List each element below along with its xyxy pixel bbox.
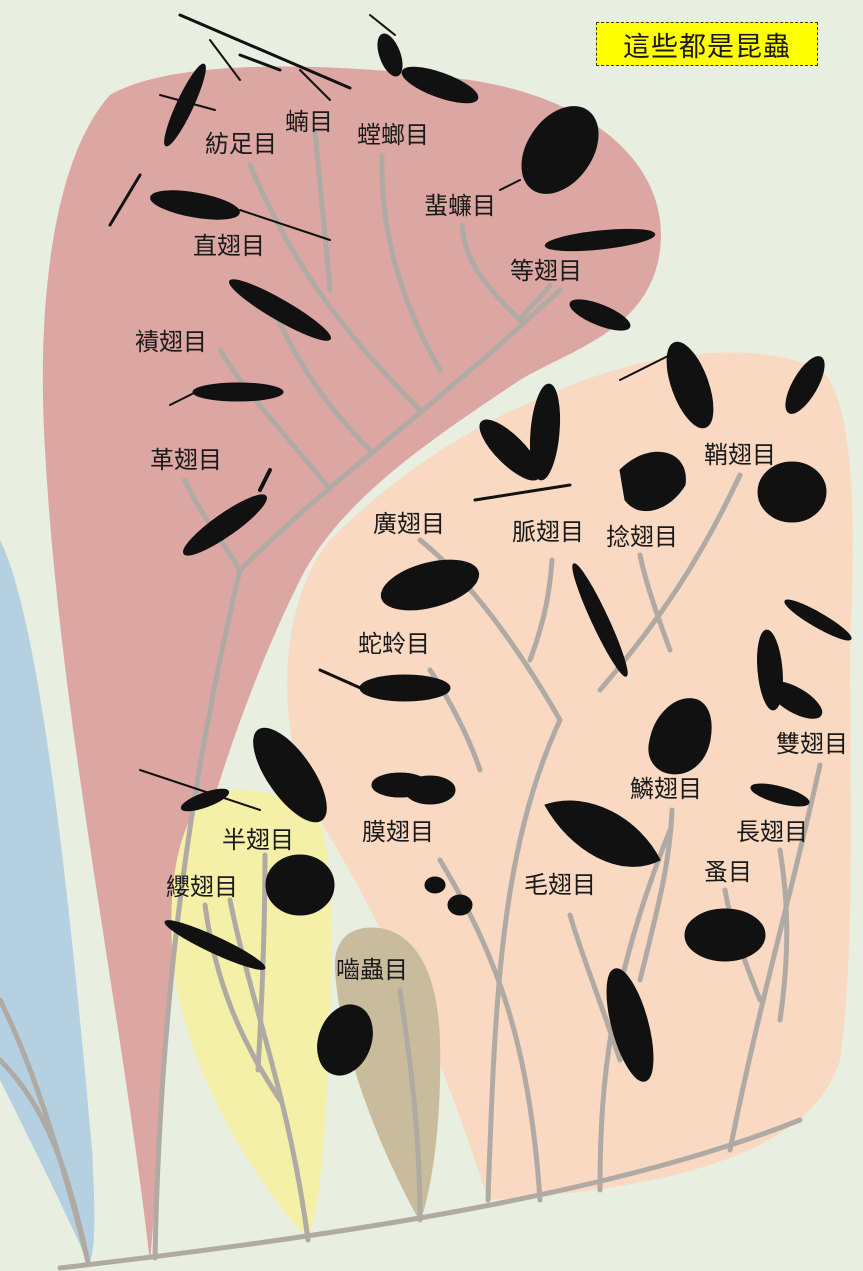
label-raphidioptera: 蛇蛉目 <box>358 630 430 658</box>
label-strepsiptera: 捻翅目 <box>606 523 678 551</box>
label-hemiptera: 半翅目 <box>222 826 294 854</box>
label-phasmatodea: 蝻目 <box>285 108 333 136</box>
label-trichoptera: 毛翅目 <box>524 871 596 899</box>
label-neuroptera: 脈翅目 <box>512 518 584 546</box>
ladybug-silhouette <box>758 462 826 522</box>
label-plecoptera: 襀翅目 <box>135 328 207 356</box>
label-embioptera: 紡足目 <box>205 130 277 158</box>
label-isoptera: 等翅目 <box>510 257 582 285</box>
flea-silhouette <box>685 909 765 961</box>
label-hymenoptera: 膜翅目 <box>362 818 434 846</box>
label-orthoptera: 直翅目 <box>193 232 265 260</box>
label-thysanoptera: 纓翅目 <box>166 873 238 901</box>
label-megaloptera: 廣翅目 <box>373 510 445 538</box>
label-mecoptera: 長翅目 <box>736 818 808 846</box>
label-psocodea: 嚙蟲目 <box>336 956 408 984</box>
label-mantodea: 螳螂目 <box>357 121 429 149</box>
label-siphonaptera: 蚤目 <box>704 858 752 886</box>
title-banner: 這些都是昆蟲 <box>596 22 818 66</box>
label-lepidoptera: 鱗翅目 <box>630 775 702 803</box>
label-diptera: 雙翅目 <box>776 730 848 758</box>
label-blattodea: 蜚蠊目 <box>424 192 496 220</box>
shieldbug-silhouette <box>266 855 334 915</box>
label-dermaptera: 革翅目 <box>150 446 222 474</box>
label-coleoptera: 鞘翅目 <box>704 441 776 469</box>
